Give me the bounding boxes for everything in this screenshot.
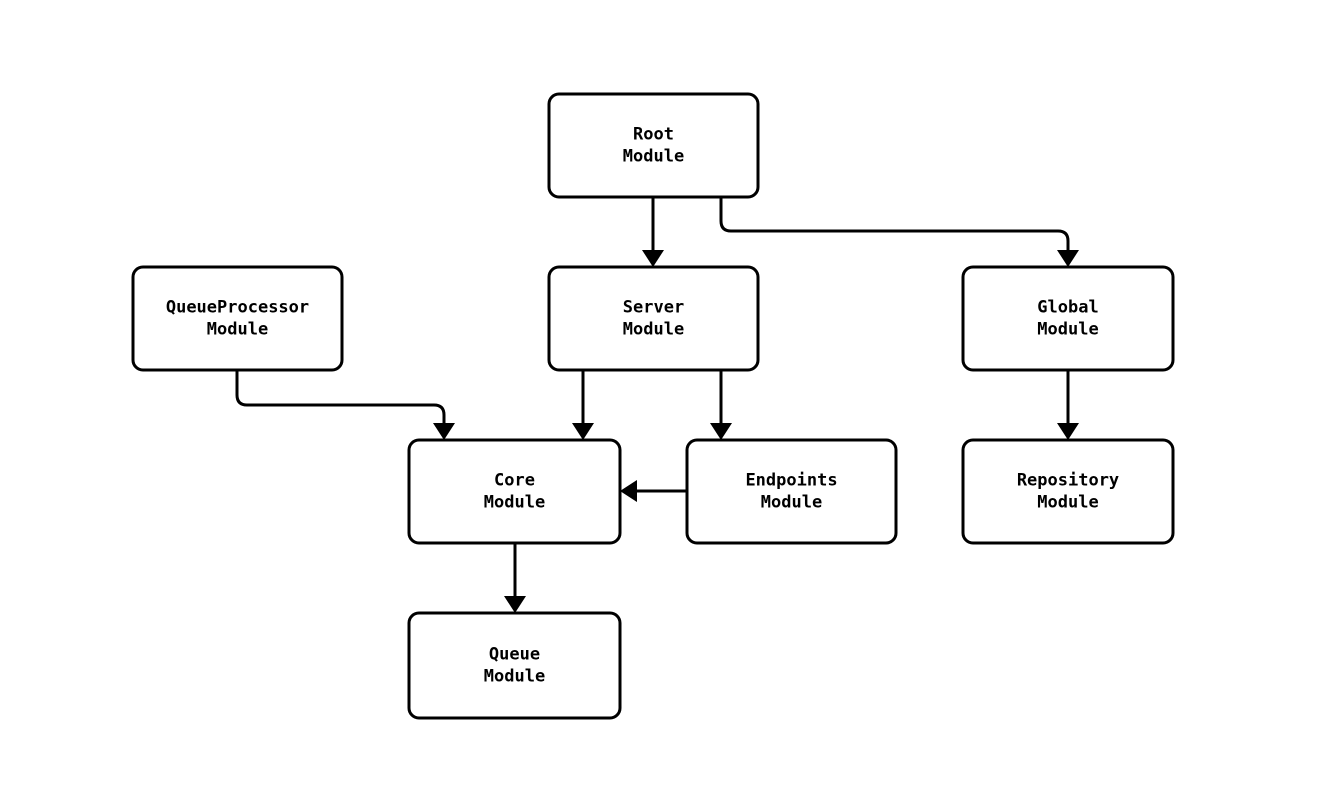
edge-root-to-server <box>642 197 664 267</box>
node-label-line2: Module <box>623 320 684 340</box>
node-box[interactable] <box>407 611 622 720</box>
node-label-line2: Module <box>623 147 684 167</box>
node-label-line2: Module <box>1037 320 1098 340</box>
edge-core-to-queue <box>504 543 526 613</box>
node-label-line2: Module <box>207 320 268 340</box>
node-label-line1: Repository <box>1017 471 1119 491</box>
edges-layer <box>235 197 1079 613</box>
node-label-line1: Server <box>623 298 684 318</box>
edge-queueprocessor-to-core <box>235 370 455 440</box>
node-box[interactable] <box>131 265 344 372</box>
arrowhead-down-icon <box>572 423 594 440</box>
edge-line <box>235 370 446 425</box>
edge-server-to-endpoints <box>710 370 732 440</box>
node-label-line1: Core <box>494 471 535 491</box>
edge-root-to-global <box>719 197 1079 267</box>
arrowhead-down-icon <box>504 596 526 613</box>
edge-global-to-repository <box>1057 370 1079 440</box>
edge-server-to-core <box>572 370 594 440</box>
arrowhead-down-icon <box>433 423 455 440</box>
node-label-line2: Module <box>761 493 822 513</box>
node-box[interactable] <box>547 265 760 372</box>
node-label-line2: Module <box>484 493 545 513</box>
node-label-line2: Module <box>1037 493 1098 513</box>
node-label-line1: Endpoints <box>745 471 837 491</box>
arrowhead-down-icon <box>1057 250 1079 267</box>
arrowhead-down-icon <box>1057 423 1079 440</box>
node-box[interactable] <box>961 265 1175 372</box>
node-label-line1: Root <box>633 125 674 145</box>
arrowhead-left-icon <box>620 480 637 502</box>
arrowhead-down-icon <box>642 250 664 267</box>
node-label-line2: Module <box>484 667 545 687</box>
edge-line <box>719 197 1070 252</box>
node-box[interactable] <box>547 92 760 199</box>
node-label-line1: Global <box>1037 298 1098 318</box>
node-box[interactable] <box>407 438 622 545</box>
arrowhead-down-icon <box>710 423 732 440</box>
node-box[interactable] <box>685 438 898 545</box>
node-label-line1: Queue <box>489 645 540 665</box>
node-label-line1: QueueProcessor <box>166 298 309 318</box>
edge-endpoints-to-core <box>620 480 687 502</box>
node-box[interactable] <box>961 438 1175 545</box>
